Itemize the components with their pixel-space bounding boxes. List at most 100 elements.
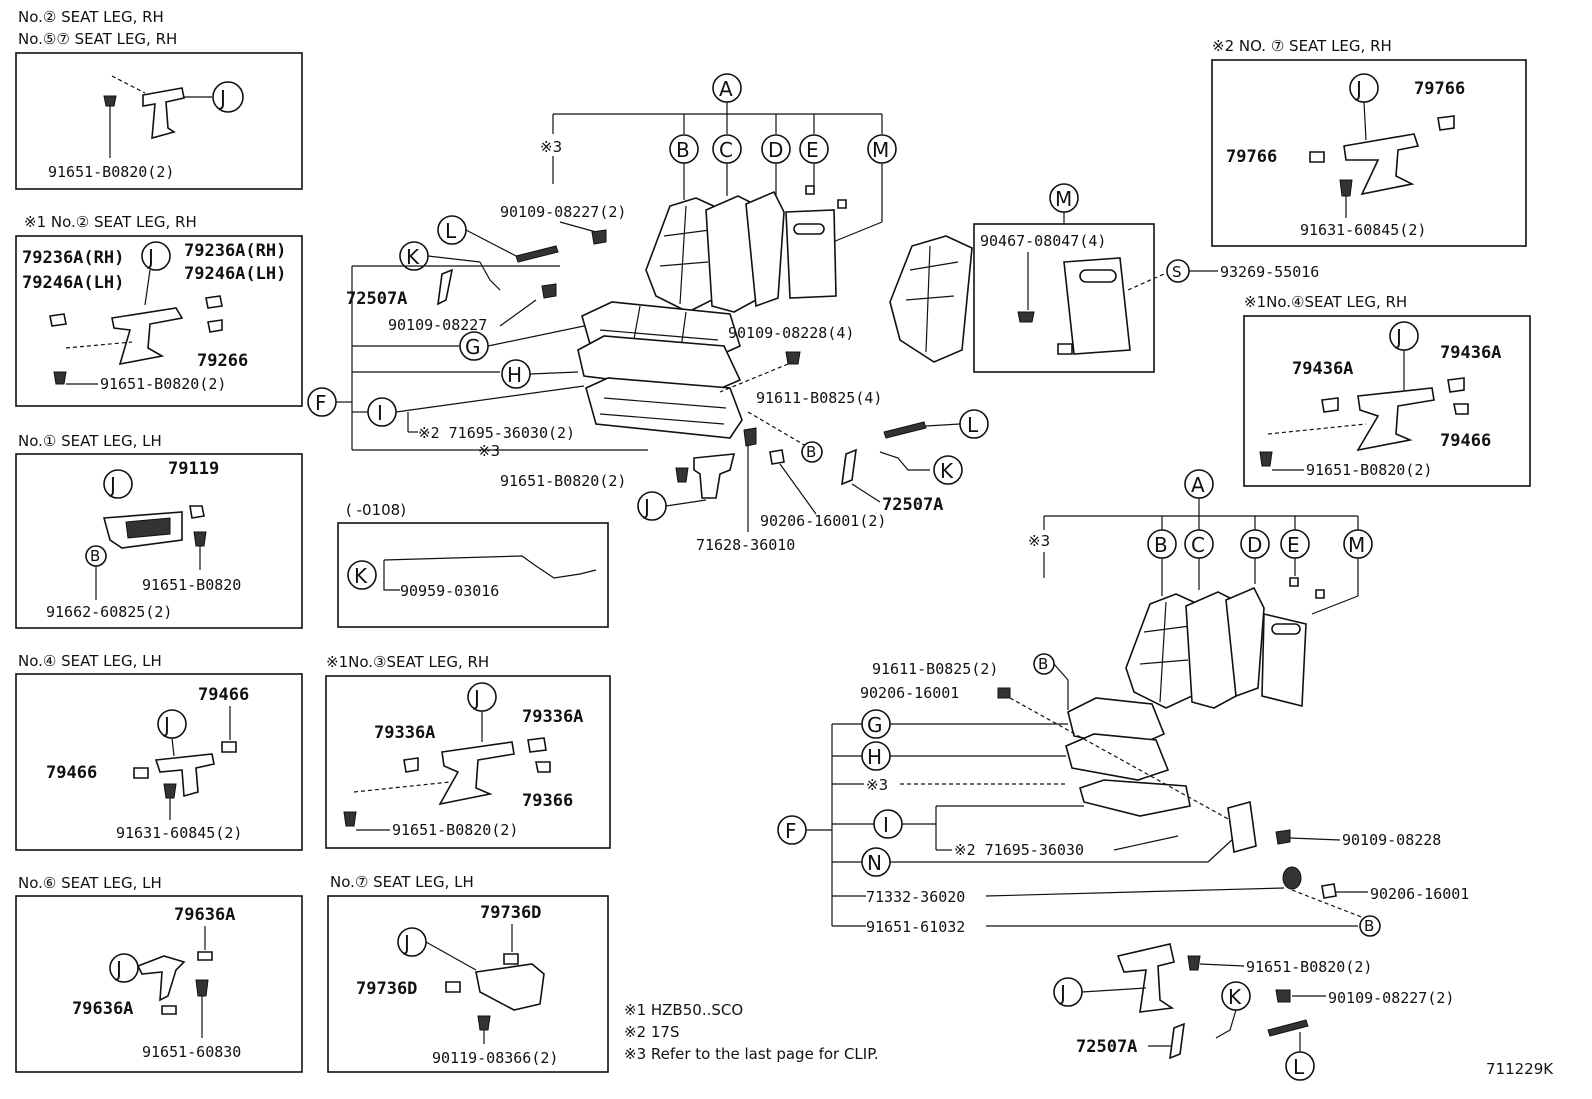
panel-title: No.④ SEAT LEG, LH [18,652,162,670]
label-k-circle [933,455,963,485]
label-j-circle [467,682,497,712]
panel-title: No.① SEAT LEG, LH [18,432,162,450]
part-number: 71628-36010 [696,536,795,554]
rod-part [1267,1019,1309,1037]
label-b: B [1154,533,1168,557]
cap-part [1453,403,1469,415]
panel-frame [15,235,303,407]
part-number: 79466 [198,685,249,705]
part-number: ※2 71695-36030(2) [418,424,575,442]
part-number: 91611-B0825(4) [756,389,882,407]
label-e: E [806,138,819,162]
clip-part [1289,577,1299,587]
label-j: J [162,713,170,737]
footnote: ※2 17S [624,1023,680,1041]
part-number: 91651-B0820 [142,576,241,594]
seat-leg-part [1343,133,1420,196]
cap-part [1309,151,1325,163]
seat-leg-part [154,753,215,798]
part-number: 79466 [46,763,97,783]
cap-part [189,505,205,519]
part-number: 79366 [522,791,573,811]
cap-part [535,761,551,773]
label-k: K [940,459,954,483]
label-b-circle [801,441,823,463]
bolt-icon [195,979,209,997]
part-number: 91651-60830 [142,1043,241,1061]
panel-seat-leg-k1-no3-rh: ※1No.③SEAT LEG, RH J 79336A 79336A 79366… [325,653,611,849]
clip-note: ※3 [540,138,562,156]
bolt-icon [193,531,207,547]
clip-note: ※3 [478,442,500,460]
clip-part [437,268,454,306]
bolt-icon [343,811,357,827]
cap-part [403,757,419,773]
panel-seat-leg-k1-no4-rh: ※1No.④SEAT LEG, RH J 79436A 79436A 79466… [1243,293,1531,487]
label-d: D [1247,533,1262,557]
seat-frame-part [1079,779,1191,817]
panel-title: ※1No.③SEAT LEG, RH [326,653,489,671]
seat-leg-part [1116,943,1175,1013]
seat-leg-part [475,963,545,1011]
label-k: K [406,245,420,269]
label-l: L [967,413,979,437]
bolt-icon [477,1015,491,1031]
label-c: C [1191,533,1205,557]
panel-subtitle: No.⑤⑦ SEAT LEG, RH [18,30,177,48]
panel-frame [15,673,303,851]
washer-part [769,449,785,465]
clip-part [805,185,815,195]
part-number: 90109-08227 [388,316,487,334]
panel-part [1063,257,1131,355]
panel-seat-leg-no1-lh: No.① SEAT LEG, LH J 79119 B 91651-B0820 … [15,432,303,629]
part-number: 91631-60845(2) [116,824,242,842]
part-number: 79266 [197,351,248,371]
panel-frame [15,52,303,190]
panel-title: No.⑥ SEAT LEG, LH [18,874,162,892]
label-f: F [315,391,327,415]
label-k-circle [347,560,377,590]
seat-back-part [889,235,973,363]
clip-part [1169,1022,1185,1060]
label-b: B [90,547,100,565]
figure-id: 711229K [1486,1060,1554,1078]
panel-title: ※2 NO. ⑦ SEAT LEG, RH [1212,37,1392,55]
part-number: 72507A [346,289,407,309]
panel-frame [325,675,611,849]
part-number: 90206-16001 [1370,885,1469,903]
part-number: 90109-08228 [1342,831,1441,849]
seat-leg-part [142,87,185,140]
label-n: N [867,851,882,875]
label-k: K [1228,985,1242,1009]
washer-part [1321,883,1337,899]
clip-part [837,199,847,209]
part-number: 91651-B0820(2) [500,472,626,490]
label-h: H [507,363,522,387]
footnote: ※3 Refer to the last page for CLIP. [624,1045,879,1063]
bracket-part [1227,800,1257,854]
part-number: 79119 [168,459,219,479]
panel-frame [1243,315,1531,487]
label-j: J [218,86,226,110]
part-number: 91651-B0820(2) [1246,958,1372,976]
part-number: 79246A(LH) [184,264,286,284]
label-m: M [1348,533,1365,557]
cap-part [445,981,461,993]
seat-back-frame [1225,586,1265,698]
label-j: J [1058,981,1066,1005]
bolt-icon [1275,989,1291,1003]
seat-leg-part [111,307,184,366]
panel-title: ※1 No.② SEAT LEG, RH [24,213,197,231]
panel-frame [337,522,609,628]
label-j-circle [1053,977,1083,1007]
cap-part [1437,115,1455,131]
label-j-circle [103,469,133,499]
bolt-icon [1275,829,1291,845]
part-number: 91651-B0820(2) [48,163,174,181]
panel-title: ※1No.④SEAT LEG, RH [1244,293,1407,311]
label-j-circle [637,491,667,521]
cap-part [207,319,223,333]
part-number: 72507A [882,495,943,515]
clip-note: ※3 [1028,532,1050,550]
